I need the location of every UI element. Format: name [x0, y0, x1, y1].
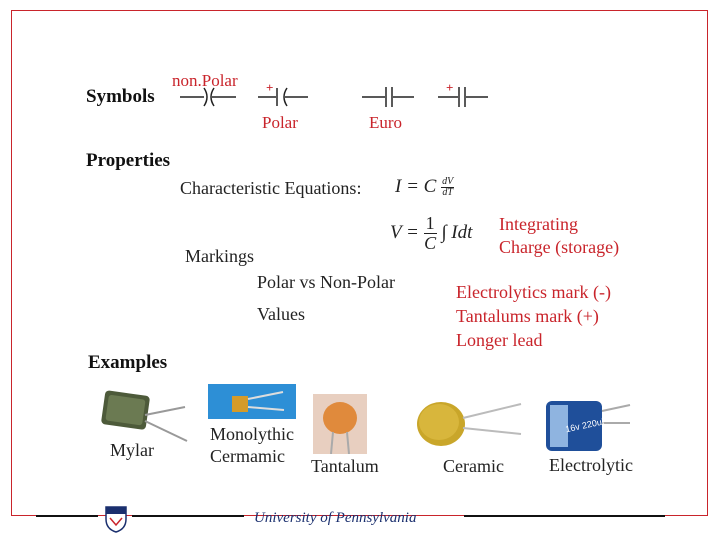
- slide-frame: [11, 10, 708, 516]
- charge-text: Charge (storage): [499, 237, 620, 257]
- eq1-fraction: dV dT: [441, 176, 455, 199]
- electrolytics-text: Electrolytics mark (-): [456, 282, 611, 302]
- tantalum-photo: [313, 394, 367, 454]
- markings-text: Markings: [185, 246, 254, 266]
- equation-current: I = C dV dT: [395, 176, 455, 199]
- euro-label: Euro: [369, 113, 403, 132]
- mylar-caption: Mylar: [110, 440, 154, 460]
- euro-plus-sign: +: [446, 80, 454, 95]
- monolythic-photo: [208, 384, 296, 419]
- examples-heading: Examples: [88, 352, 168, 373]
- ceramic-photo: [413, 398, 523, 450]
- euro-capacitor-icon: [362, 87, 414, 107]
- nonpolar-capacitor-icon: [180, 87, 236, 107]
- eq2-den: C: [424, 233, 437, 253]
- polar-capacitor-icon: [258, 87, 308, 107]
- eq2-num: 1: [423, 213, 437, 234]
- electrolytic-photo: [540, 393, 632, 453]
- euro-polar-capacitor-icon: [438, 87, 488, 107]
- longer-lead-text: Longer lead: [456, 330, 543, 350]
- eq1-num: dV: [441, 176, 455, 189]
- shield-icon: [104, 505, 128, 533]
- capacitor-symbols: [180, 87, 488, 107]
- tantalum-caption: Tantalum: [311, 456, 379, 476]
- eq2-fraction: 1 C: [423, 213, 437, 253]
- footer-line-left-1: [36, 515, 98, 517]
- eq1-den: dT: [442, 187, 453, 199]
- equation-voltage: V = 1 C ∫ Idt: [390, 214, 472, 253]
- values-text: Values: [257, 304, 305, 324]
- university-name: University of Pennsylvania: [254, 510, 417, 526]
- integrating-text: Integrating: [499, 214, 578, 234]
- char-eq-label: Characteristic Equations:: [180, 178, 362, 198]
- ceramic-caption: Ceramic: [443, 456, 504, 476]
- eq2-lhs: V =: [390, 221, 419, 243]
- eq1-lhs: I = C: [395, 176, 437, 197]
- polar-plus-sign: +: [266, 80, 274, 95]
- nonpolar-label: non.Polar: [172, 71, 238, 90]
- footer-line-left-2: [132, 515, 244, 517]
- symbols-heading: Symbols: [86, 86, 155, 107]
- monolythic-caption-1: Monolythic: [210, 424, 294, 444]
- polar-label: Polar: [262, 113, 298, 132]
- polar-vs-text: Polar vs Non-Polar: [257, 272, 395, 292]
- electrolytic-caption: Electrolytic: [549, 455, 633, 475]
- properties-heading: Properties: [86, 150, 171, 171]
- eq2-rhs: ∫ Idt: [441, 221, 473, 243]
- monolythic-caption-2: Cermamic: [210, 446, 285, 466]
- mylar-photo: [95, 385, 190, 445]
- footer-line-right: [464, 515, 665, 517]
- tantalums-text: Tantalums mark (+): [456, 306, 599, 326]
